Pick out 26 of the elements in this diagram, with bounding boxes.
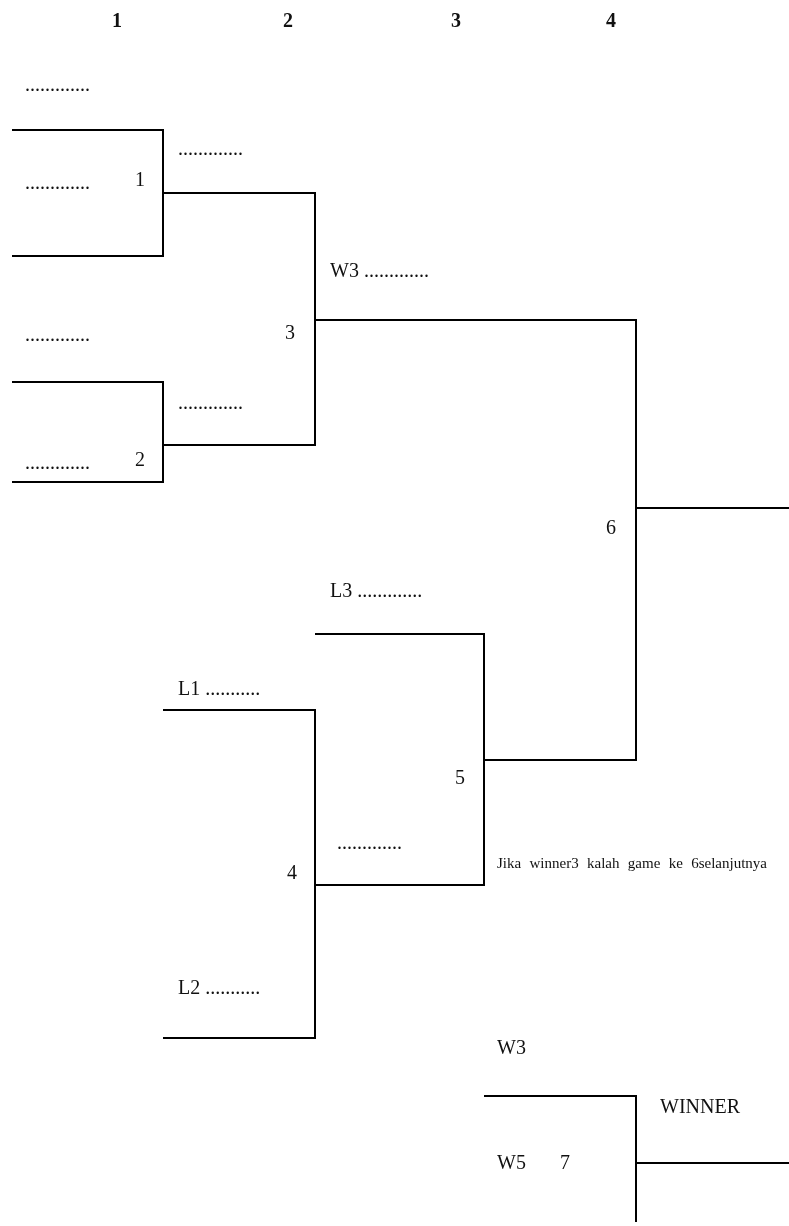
placeholder-dots: .............	[337, 830, 402, 854]
placeholder-dots: .............	[25, 322, 90, 346]
slot-label: W3 .............	[330, 258, 429, 282]
note-text: Jika winner3 kalah game ke 6selanjutnya	[497, 854, 767, 873]
placeholder-dots: .............	[25, 170, 90, 194]
round-number: 2	[283, 8, 293, 32]
winner-label: WINNER	[660, 1094, 740, 1118]
slot-label: L2 ...........	[178, 975, 261, 999]
match-number: 2	[135, 447, 145, 471]
slot-label: W5	[497, 1150, 526, 1174]
placeholder-dots: .............	[25, 72, 90, 96]
match-number: 3	[285, 320, 295, 344]
round-number: 1	[112, 8, 122, 32]
slot-label: L3 .............	[330, 578, 423, 602]
match-number: 6	[606, 515, 616, 539]
match-number: 4	[287, 860, 297, 884]
round-number: 4	[606, 8, 616, 32]
placeholder-dots: .............	[178, 136, 243, 160]
slot-label: L1 ...........	[178, 676, 261, 700]
placeholder-dots: .............	[25, 450, 90, 474]
match-number: 5	[455, 765, 465, 789]
match-number: 1	[135, 167, 145, 191]
round-number: 3	[451, 8, 461, 32]
slot-label: W3	[497, 1035, 526, 1059]
match-number: 7	[560, 1150, 570, 1174]
placeholder-dots: .............	[178, 390, 243, 414]
